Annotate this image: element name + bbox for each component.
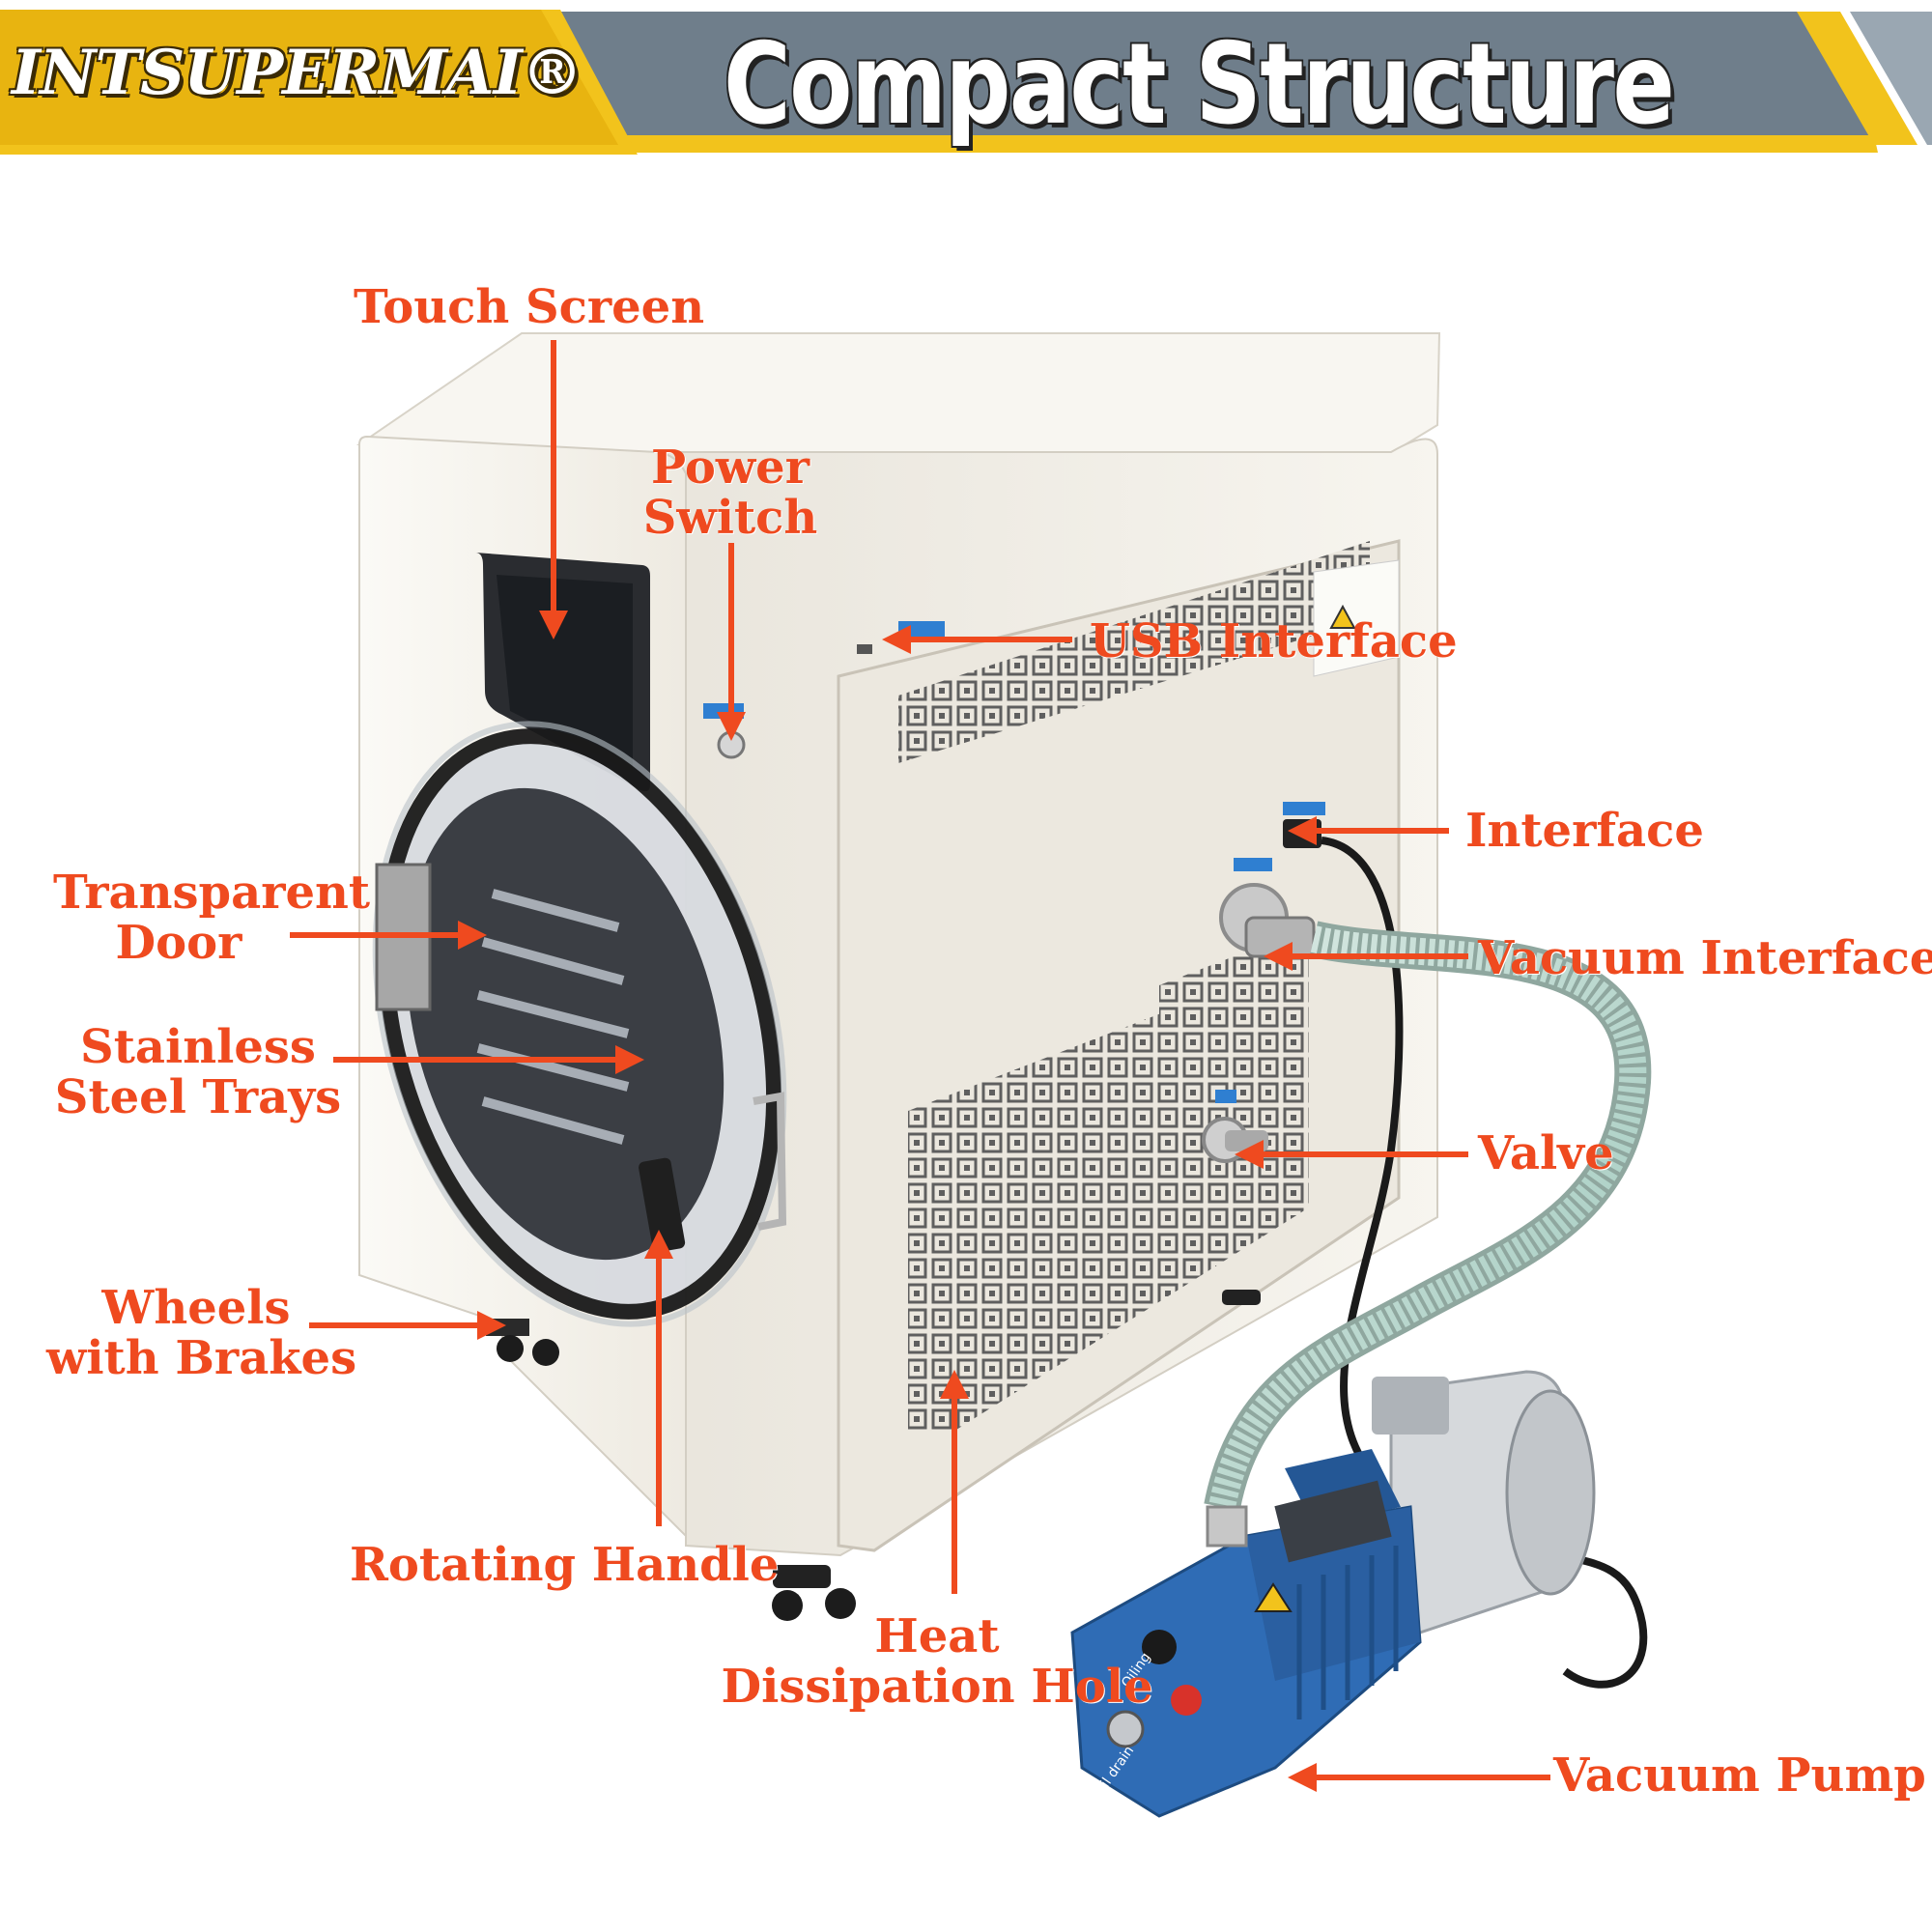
drying-chamber: [406, 787, 724, 1261]
page-title: Compact Structure: [723, 19, 1675, 150]
door-hinge: [375, 863, 432, 1011]
rotating-handle[interactable]: [638, 1157, 686, 1253]
header-banner: INTSUPERMAI® Compact Structure: [0, 0, 1932, 174]
stainless-steel-trays: [476, 889, 630, 1145]
warning-sticker: [1313, 559, 1400, 677]
label-power-switch: Power Switch: [642, 440, 818, 545]
power-interface-socket[interactable]: [1283, 819, 1321, 848]
label-heat-dissipation: Heat Dissipation Hole: [721, 1609, 1153, 1714]
label-stainless-trays: Stainless Steel Trays: [54, 1020, 342, 1124]
usb-port[interactable]: [857, 644, 872, 654]
upper-vent-grille: [898, 541, 1370, 763]
power-switch[interactable]: [717, 730, 746, 759]
wheels-with-brakes: [486, 1290, 1261, 1621]
label-interface: Interface: [1465, 804, 1704, 858]
label-vacuum-pump: Vacuum Pump: [1553, 1748, 1926, 1803]
label-usb-interface: USB Interface: [1090, 614, 1458, 668]
door-latch: [753, 1092, 787, 1231]
power-switch-sticker: [703, 703, 744, 719]
label-vacuum-interface: Vacuum Interface: [1478, 931, 1932, 985]
label-rotating-handle: Rotating Handle: [350, 1538, 780, 1592]
vacuum-pump: Oiling Oil drain: [1070, 1370, 1596, 1818]
label-wheels: Wheels with Brakes: [46, 1281, 357, 1385]
label-transparent-door: Transparent Door: [53, 866, 371, 970]
cabinet-top: [355, 332, 1441, 453]
banner-background: [0, 0, 1932, 174]
label-valve: Valve: [1478, 1126, 1614, 1180]
brand-logo: INTSUPERMAI®: [12, 37, 583, 109]
label-touch-screen: Touch Screen: [354, 280, 705, 334]
